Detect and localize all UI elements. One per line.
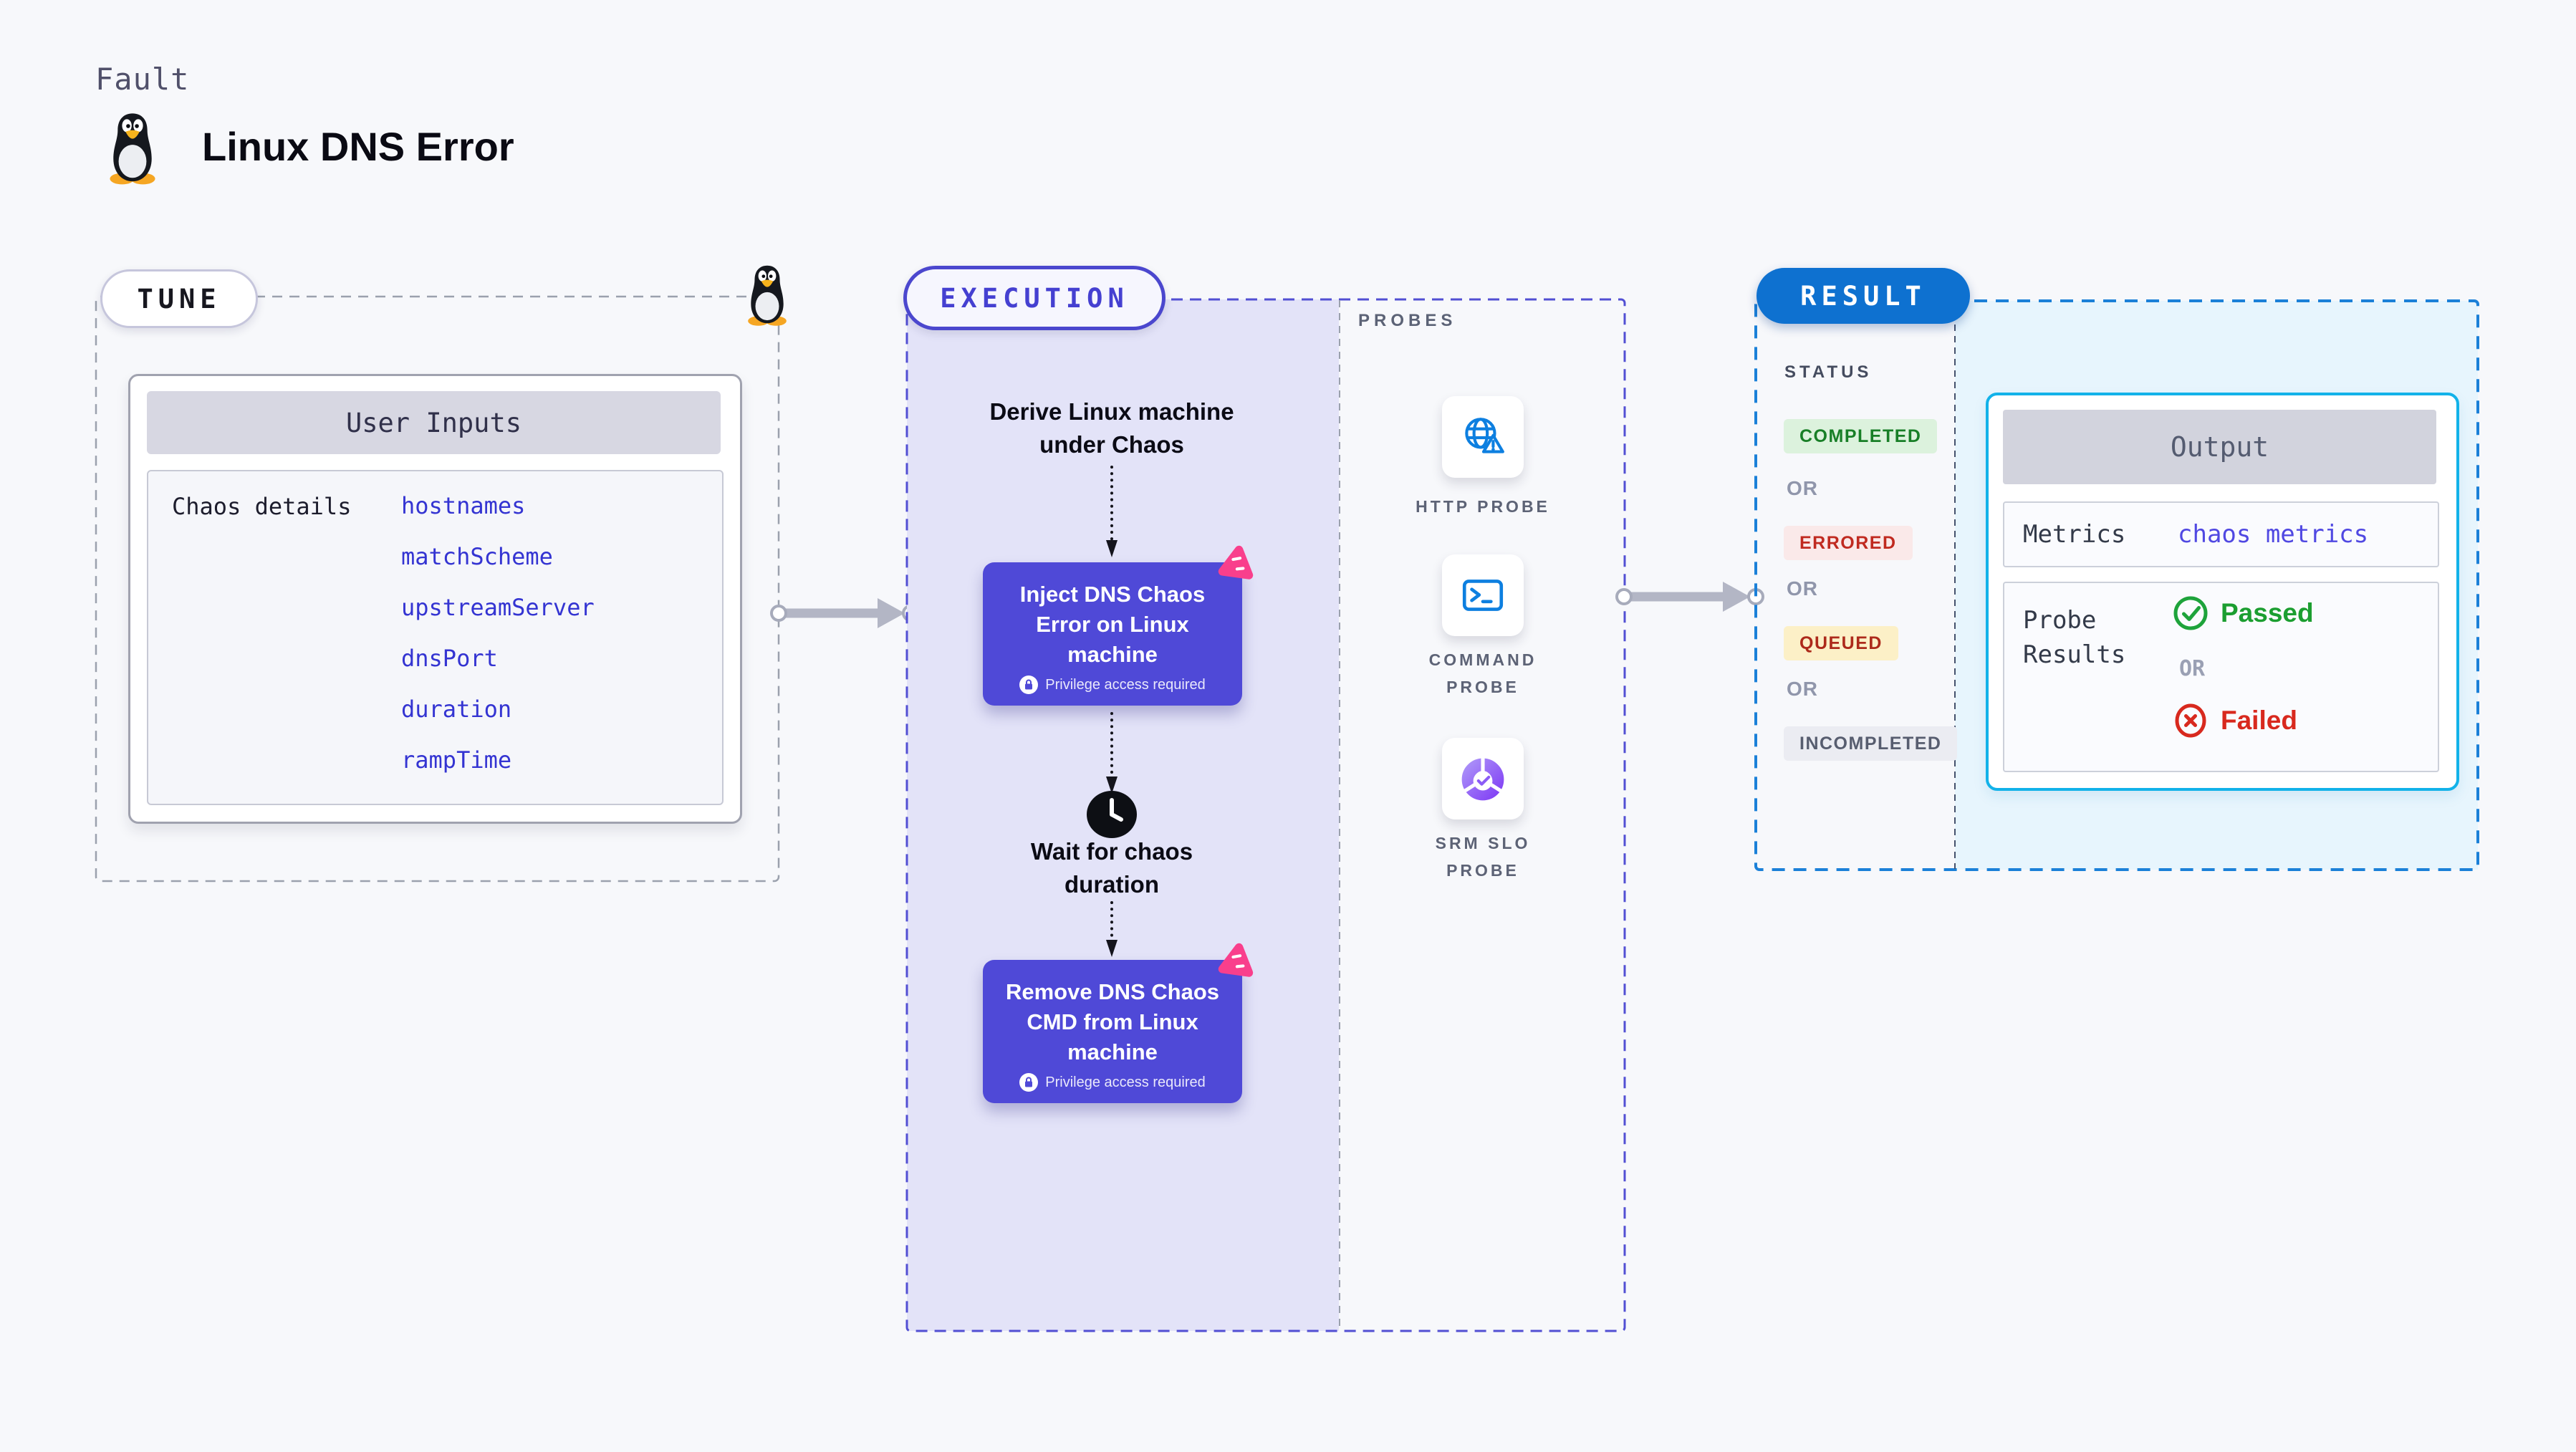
chaos-input-list: hostnames matchScheme upstreamServer dns… — [401, 494, 595, 771]
remove-step-line: Remove DNS Chaos — [1005, 979, 1220, 1004]
status-badge-errored: ERRORED — [1784, 526, 1913, 560]
result-dashed-box — [1754, 299, 2479, 871]
http-probe-label: HTTP PROBE — [1416, 497, 1550, 516]
dotted-connector-3 — [1106, 901, 1118, 957]
command-probe-card — [1442, 554, 1524, 636]
user-inputs-title: User Inputs — [147, 391, 721, 454]
chaos-experiment-icon — [1216, 542, 1259, 585]
arrow-tune-to-execution — [770, 598, 919, 628]
passed-verdict: Passed — [2172, 595, 2314, 632]
input-link-upstreamserver[interactable]: upstreamServer — [401, 594, 595, 621]
check-circle-icon — [2173, 596, 2208, 630]
input-link-duration[interactable]: duration — [401, 696, 512, 723]
wait-clock-icon — [1086, 789, 1138, 840]
or-separator: OR — [1787, 577, 1818, 600]
input-link-dnsport[interactable]: dnsPort — [401, 645, 498, 672]
probe-results-label: Results — [2023, 640, 2126, 669]
status-section-label: STATUS — [1784, 362, 1873, 382]
wait-step-label: Wait for chaos duration — [1030, 838, 1193, 898]
input-link-matchscheme[interactable]: matchScheme — [401, 543, 553, 570]
srm-slo-probe-card — [1442, 738, 1524, 819]
probe-results-label: Probe — [2023, 606, 2097, 635]
command-probe-icon — [1462, 580, 1504, 611]
http-probe-card — [1442, 396, 1524, 478]
command-probe-label: COMMAND PROBE — [1428, 650, 1537, 696]
result-badge: RESULT — [1756, 268, 1970, 324]
remove-dns-chaos-step: Remove DNS Chaos CMD from Linux machine … — [983, 943, 1254, 1103]
input-link-hostnames[interactable]: hostnames — [401, 492, 526, 519]
privilege-note: Privilege access required — [1045, 1074, 1206, 1090]
metrics-row — [2003, 501, 2439, 567]
http-probe-icon — [1465, 418, 1504, 453]
fault-eyebrow: Fault — [95, 62, 190, 97]
execution-dashed-box — [905, 298, 1626, 1332]
passed-label: Passed — [2221, 598, 2314, 628]
remove-step-line: machine — [1067, 1039, 1158, 1064]
failed-verdict: Failed — [2172, 702, 2297, 739]
derive-step-label: Derive Linux machine under Chaos — [989, 398, 1234, 458]
status-badge-completed: COMPLETED — [1784, 419, 1938, 453]
linux-penguin-icon — [105, 112, 160, 185]
metrics-value-link[interactable]: chaos metrics — [2178, 520, 2369, 549]
or-separator: OR — [1787, 477, 1818, 499]
srm-slo-probe-icon — [1461, 758, 1504, 801]
output-title: Output — [2003, 410, 2436, 484]
status-badge-queued: QUEUED — [1784, 626, 1898, 660]
user-inputs-body — [147, 470, 724, 805]
dotted-connector-2 — [1106, 712, 1118, 794]
status-badge-incompleted: INCOMPLETED — [1784, 726, 1958, 761]
probe-results-row — [2003, 582, 2439, 772]
failed-label: Failed — [2221, 706, 2297, 735]
metrics-label: Metrics — [2023, 520, 2126, 549]
or-separator: OR — [1787, 678, 1818, 700]
inject-step-line: Error on Linux — [1036, 612, 1189, 637]
execution-badge: EXECUTION — [903, 266, 1166, 330]
tune-penguin-icon — [744, 264, 791, 327]
inject-step-line: machine — [1067, 642, 1158, 667]
srm-slo-probe-label: SRM SLO PROBE — [1435, 834, 1531, 880]
remove-step-line: CMD from Linux — [1027, 1009, 1198, 1034]
chaos-experiment-icon — [1216, 939, 1259, 983]
inject-dns-chaos-step: Inject DNS Chaos Error on Linux machine … — [983, 545, 1254, 706]
tune-dashed-box — [95, 295, 780, 883]
lock-icon — [1019, 675, 1039, 694]
probes-section-label: PROBES — [1358, 311, 1457, 330]
x-circle-icon — [2175, 703, 2206, 738]
input-link-ramptime[interactable]: rampTime — [401, 746, 512, 774]
lock-icon — [1019, 1073, 1039, 1092]
page-title: Linux DNS Error — [202, 124, 514, 169]
inject-step-line: Inject DNS Chaos — [1019, 582, 1206, 607]
arrow-execution-to-result — [1615, 582, 1764, 612]
dotted-connector-1 — [1106, 466, 1118, 557]
chaos-details-label: Chaos details — [172, 493, 352, 520]
privilege-note: Privilege access required — [1045, 676, 1206, 693]
or-separator: OR — [2179, 656, 2206, 681]
tune-badge: TUNE — [100, 269, 258, 328]
